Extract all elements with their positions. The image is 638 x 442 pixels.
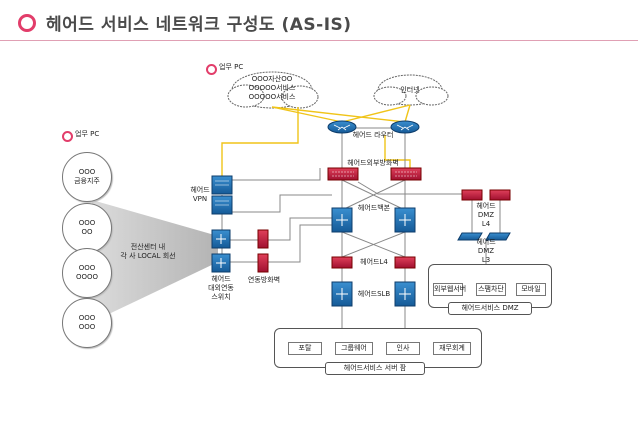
cloud-left-line: OOO자산OO: [251, 75, 293, 83]
branch-line: OOO: [78, 314, 96, 322]
local-line-label-line: 각 사 LOCAL 회선: [120, 252, 176, 260]
vpn-label: 헤어드 VPN: [190, 186, 210, 204]
dmz-l3-icon: [457, 232, 511, 241]
link-switch-label-line: 스위치: [211, 293, 231, 301]
link-switch-label: 헤어드 대외연동 스위치: [203, 275, 239, 302]
dmz-l4-icon: [461, 189, 511, 201]
link-firewall-icon: [257, 229, 269, 273]
dmz-server-label: 모바일: [516, 283, 546, 296]
backbone-label: 헤어드백본: [357, 204, 391, 212]
branch-line: OOO: [78, 323, 96, 331]
local-line-label-line: 전산센터 내: [130, 243, 166, 251]
title-bullet-icon: [18, 14, 36, 32]
farm-server-label: 그룹웨어: [335, 342, 373, 355]
local-line-label: 전산센터 내 각 사 LOCAL 회선: [108, 243, 188, 261]
backbone-switch-icon: [331, 207, 416, 233]
link-switch-label-line: 대외연동: [208, 284, 234, 292]
vpn-label-line: 헤어드: [190, 186, 210, 194]
branch-line: OOO: [78, 264, 96, 272]
external-firewall-label: 헤어드외부방화벽: [347, 159, 399, 167]
farm-server-label: 재무회계: [433, 342, 471, 355]
gray-links: [221, 127, 510, 330]
office-pc-left-icon: [62, 131, 73, 142]
cloud-left-line: OOOOO서비스: [248, 93, 296, 101]
dmz-l4-label-line: DMZ: [477, 211, 495, 219]
vpn-device-icon: [211, 175, 233, 215]
cloud-left-line: OOOOO서비스: [248, 84, 296, 92]
branch-line: OO: [81, 228, 93, 236]
office-pc-top-icon: [206, 64, 217, 75]
dmz-l4-label: 헤어드 DMZ L4: [474, 202, 498, 229]
cloud-left-text: OOO자산OO OOOOO서비스 OOOOO서비스: [245, 75, 299, 102]
dmz-l3-label: 헤어드 DMZ L3: [474, 238, 498, 265]
farm-server-label: 포탈: [288, 342, 322, 355]
server-farm-label: 헤어드서비스 서버 팜: [325, 362, 425, 375]
branch-line: OOO: [78, 219, 96, 227]
dmz-l4-label-line: 헤어드: [476, 202, 496, 210]
slb-label: 헤어드SLB: [357, 290, 391, 298]
yellow-links: [221, 104, 411, 178]
l4-label: 헤어드L4: [360, 258, 388, 266]
internet-label: 인터넷: [400, 86, 420, 94]
branch-line: OOO: [78, 168, 96, 176]
link-switch-label-line: 헤어드: [211, 275, 231, 283]
dmz-l3-label-line: L3: [481, 256, 491, 264]
branch-line: OOOO: [75, 273, 99, 281]
router-icon: [327, 120, 420, 134]
farm-server-label: 인사: [386, 342, 420, 355]
cloud-left-icon: [227, 71, 319, 109]
router-label: 헤어드 라우터: [352, 131, 394, 139]
link-switch-icon: [211, 229, 231, 273]
l4-switch-icon: [331, 256, 416, 269]
dmz-l4-label-line: L4: [481, 220, 491, 228]
external-firewall-icon: [327, 167, 422, 181]
branch-line: 금융지주: [74, 177, 100, 185]
dmz-service-label: 헤어드서비스 DMZ: [448, 302, 532, 315]
dmz-l3-label-line: 헤어드: [476, 238, 496, 246]
office-pc-top-label: 업무 PC: [219, 63, 244, 71]
dmz-server-label: 스팸차단: [476, 283, 506, 296]
local-line-cone: [92, 200, 218, 322]
slb-switch-icon: [331, 281, 416, 307]
link-firewall-label: 연동방화벽: [247, 276, 281, 284]
cloud-right-icon: [373, 74, 449, 106]
dmz-server-label: 외부웹서버: [433, 283, 466, 296]
dmz-l3-label-line: DMZ: [477, 247, 495, 255]
vpn-label-line: VPN: [192, 195, 208, 203]
page-title: 헤어드 서비스 네트워크 구성도 (AS-IS): [46, 15, 352, 35]
office-pc-left-label: 업무 PC: [75, 130, 100, 138]
title-divider: [0, 40, 638, 41]
